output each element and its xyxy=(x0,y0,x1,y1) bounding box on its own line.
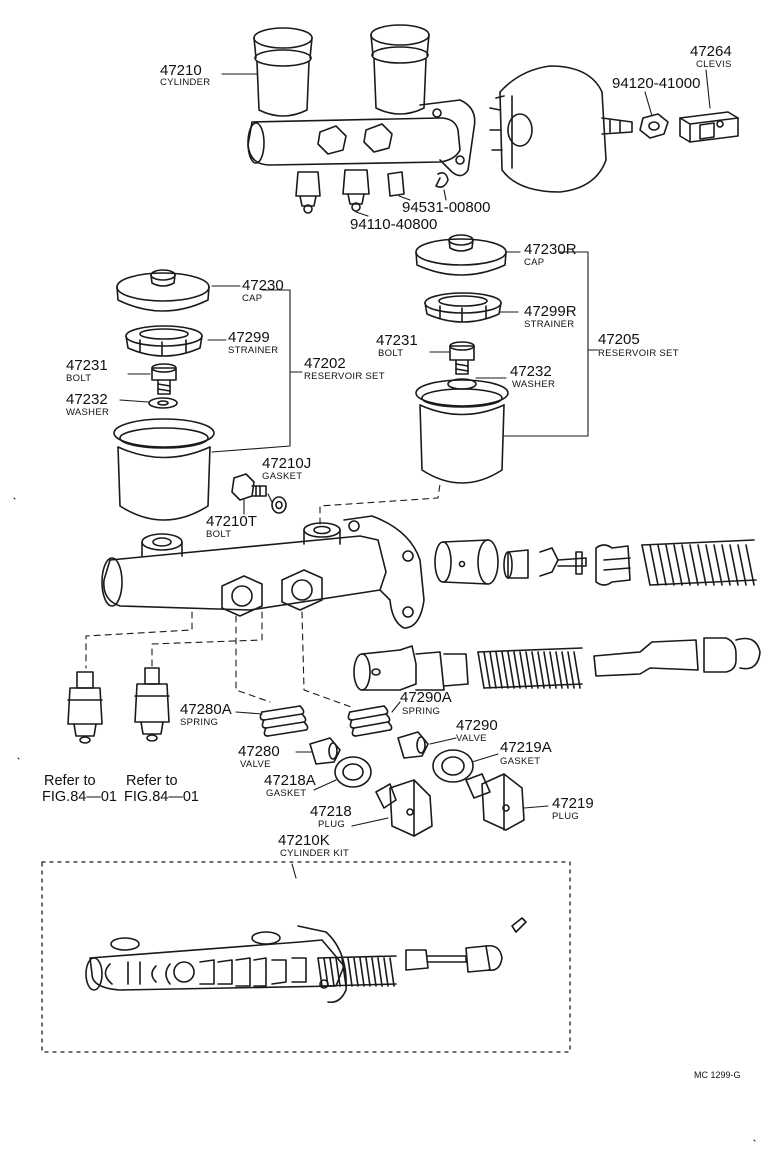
label-47210K-num: 47210K xyxy=(278,832,330,849)
spring-47290A xyxy=(347,705,393,737)
label-47231-left-name: BOLT xyxy=(66,373,92,384)
label-47219A-num: 47219A xyxy=(500,739,552,756)
label-47218-num: 47218 xyxy=(310,803,352,820)
label-47232-right-name: WASHER xyxy=(512,379,556,390)
refer-right-line1: Refer to xyxy=(126,773,178,789)
label-47290-num: 47290 xyxy=(456,717,498,734)
label-47210T-name: BOLT xyxy=(206,529,232,540)
piston-row-upper xyxy=(434,539,757,586)
bolt-47210T xyxy=(231,473,267,501)
refer-left-line1: Refer to xyxy=(44,773,96,789)
leader-lines xyxy=(119,69,711,879)
label-47232-right-num: 47232 xyxy=(510,363,552,380)
label-47210K-name: CYLINDER KIT xyxy=(280,848,350,859)
cylinder-kit-box xyxy=(41,861,571,1053)
assembled-master-cylinder xyxy=(247,24,476,214)
label-47299R-name: STRAINER xyxy=(524,319,575,330)
brake-switch-left xyxy=(67,671,103,744)
master-cylinder-body xyxy=(101,515,425,629)
cylinder-kit-assembly xyxy=(85,917,527,1004)
refer-left-line2: FIG.84—01 xyxy=(42,789,117,805)
label-47219A-name: GASKET xyxy=(500,756,541,767)
label-47218A-num: 47218A xyxy=(264,772,316,789)
label-47290A-name: SPRING xyxy=(402,706,441,717)
strainer-47299R xyxy=(424,292,502,323)
diagram-code: MC 1299-G xyxy=(694,1070,741,1080)
label-47290-name: VALVE xyxy=(456,733,487,744)
label-94531-num: 94531-00800 xyxy=(402,199,491,216)
brake-switch-right xyxy=(134,667,170,742)
dashed-leaders xyxy=(85,483,441,709)
reservoir-right xyxy=(415,379,509,484)
gasket-47210J xyxy=(271,496,287,514)
label-47280A-name: SPRING xyxy=(180,717,219,728)
label-47218A-name: GASKET xyxy=(266,788,307,799)
clevis-47264 xyxy=(679,111,739,143)
label-47290A-num: 47290A xyxy=(400,689,452,706)
label-47219-name: PLUG xyxy=(552,811,580,822)
label-47231-right-name: BOLT xyxy=(378,348,404,359)
valve-47290 xyxy=(397,731,429,759)
brake-booster xyxy=(489,65,633,193)
label-47210T-num: 47210T xyxy=(206,513,257,530)
label-47280-num: 47280 xyxy=(238,743,280,760)
label-47230-num: 47230 xyxy=(242,277,284,294)
label-94120-num: 94120-41000 xyxy=(612,75,701,92)
plug-47218 xyxy=(375,779,433,837)
label-47299R-num: 47299R xyxy=(524,303,577,320)
plug-47219 xyxy=(465,773,525,831)
label-47230R-num: 47230R xyxy=(524,241,577,258)
label-47230-name: CAP xyxy=(242,293,263,304)
reservoir-left xyxy=(113,418,215,521)
label-47299-num: 47299 xyxy=(228,329,270,346)
washer-47232-left xyxy=(148,397,178,409)
label-47210-name: CYLINDER xyxy=(160,77,211,88)
label-47232-left-num: 47232 xyxy=(66,391,108,408)
label-94110-num: 94110-40800 xyxy=(350,216,438,233)
nut-94120-41000 xyxy=(639,113,669,139)
cap-47230 xyxy=(116,269,210,312)
valve-47280 xyxy=(309,737,341,765)
label-47205-name: RESERVOIR SET xyxy=(598,348,679,359)
strainer-47299 xyxy=(125,325,203,357)
bolt-47231-right xyxy=(449,341,475,375)
piston-row-lower xyxy=(353,637,761,691)
label-47280-name: VALVE xyxy=(240,759,271,770)
cap-47230R xyxy=(415,234,507,276)
scan-specks xyxy=(13,497,756,1142)
label-47210J-num: 47210J xyxy=(262,455,312,472)
label-47280A-num: 47280A xyxy=(180,701,232,718)
label-47210-num: 47210 xyxy=(160,62,202,79)
label-47202-name: RESERVOIR SET xyxy=(304,371,385,382)
label-47231-right-num: 47231 xyxy=(376,332,418,349)
gasket-47219A xyxy=(432,749,474,783)
label-47218-name: PLUG xyxy=(318,819,346,830)
label-47202-num: 47202 xyxy=(304,355,346,372)
gasket-47218A xyxy=(334,756,372,788)
label-47232-left-name: WASHER xyxy=(66,407,110,418)
bolt-47231-left xyxy=(151,363,177,395)
label-47210J-name: GASKET xyxy=(262,471,303,482)
refer-right-line2: FIG.84—01 xyxy=(124,789,199,805)
spring-47280A xyxy=(259,705,309,737)
label-47231-left-num: 47231 xyxy=(66,357,108,374)
label-47299-name: STRAINER xyxy=(228,345,279,356)
label-47219-num: 47219 xyxy=(552,795,594,812)
label-47264-name: CLEVIS xyxy=(696,59,732,70)
label-47230R-name: CAP xyxy=(524,257,545,268)
label-47205-num: 47205 xyxy=(598,331,640,348)
label-47264-num: 47264 xyxy=(690,43,732,60)
